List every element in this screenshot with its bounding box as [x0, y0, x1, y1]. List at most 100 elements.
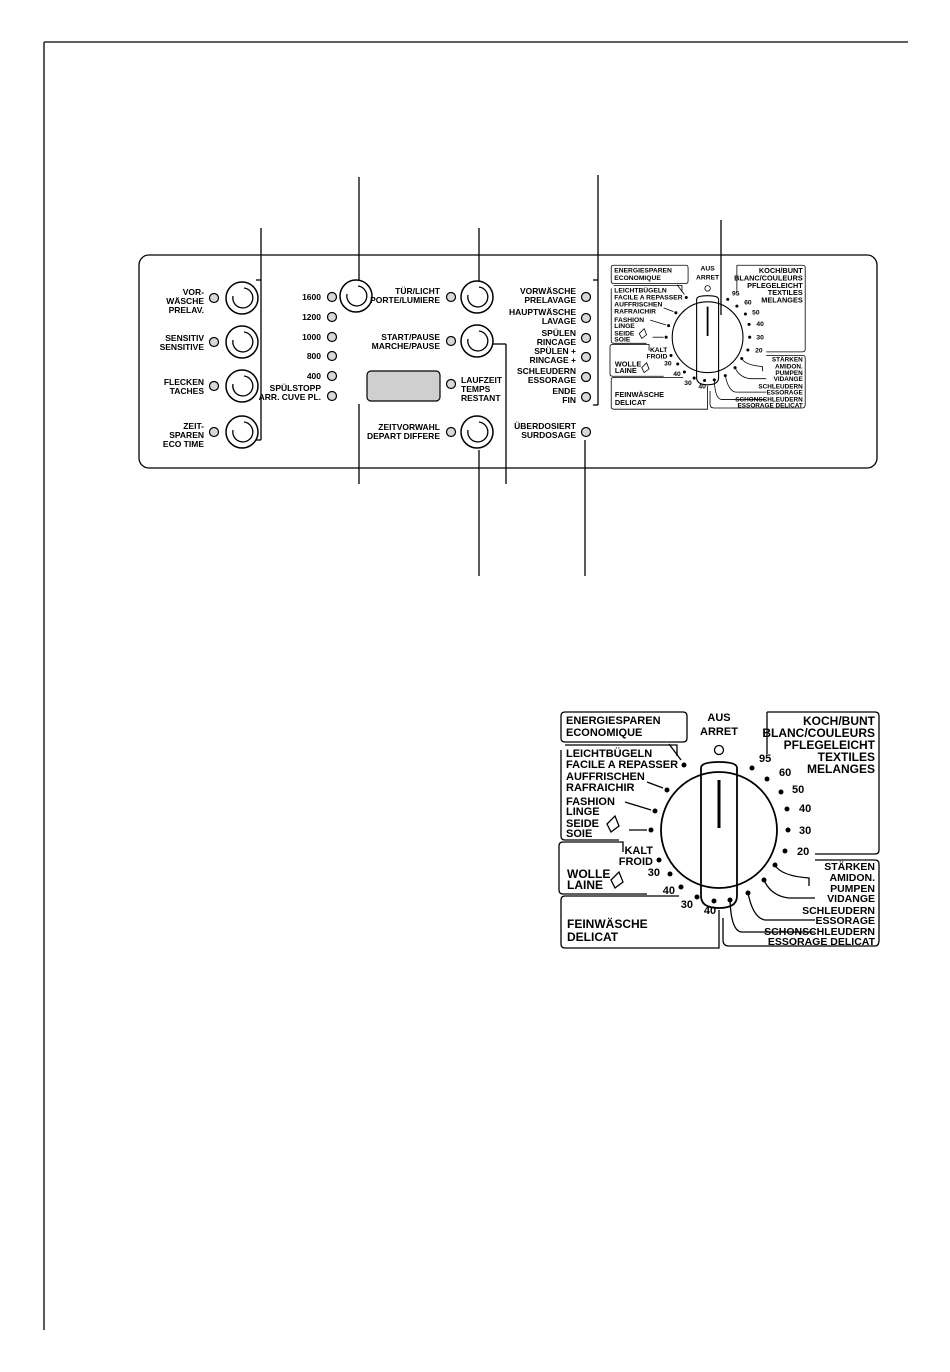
dial-knob [660, 771, 778, 889]
start-pause-led [445, 335, 457, 347]
temperature-label: 50 [752, 310, 760, 317]
program-label: FACILE A REPASSER [614, 294, 682, 301]
phase-led-mainwash [580, 312, 592, 324]
time-display [366, 370, 441, 402]
group-box [610, 377, 708, 410]
program-dial-small[interactable]: AUSARRETENERGIESPARENECONOMIQUELEICHTBÜG… [609, 264, 806, 410]
temperature-dot [735, 304, 739, 308]
program-label: FACILE A REPASSER [566, 759, 678, 771]
label-line: FLECKEN [164, 377, 204, 387]
cotton-label: MELANGES [807, 762, 875, 776]
label-line: 1600 [302, 292, 321, 302]
program-dot [681, 762, 687, 768]
button-arc-icon [232, 375, 254, 397]
group-box [610, 284, 683, 344]
off-indicator [713, 744, 725, 756]
button-arc-icon [232, 331, 254, 353]
speed-button[interactable] [339, 279, 373, 313]
dial-knob [671, 301, 744, 374]
program-dot [682, 370, 686, 374]
speed-led-400 [326, 370, 338, 382]
leader-line [741, 358, 763, 372]
temperature-label: 60 [744, 299, 752, 306]
off-label: ARRET [696, 274, 720, 281]
rinse-hold-led [326, 390, 338, 402]
program-dot [664, 335, 668, 339]
speed-label-1600: 1600 [302, 292, 321, 302]
group-box [709, 355, 806, 409]
temperature-dot [764, 776, 770, 782]
program-dot [711, 898, 717, 904]
label-line: SPÜLEN + [534, 346, 576, 356]
program-label: AUFFRISCHEN [566, 771, 645, 783]
dial-grip [696, 295, 720, 386]
cold-label: FROID [619, 856, 653, 868]
stain-button[interactable] [225, 369, 259, 403]
prewash-button[interactable] [225, 281, 259, 315]
hand-wash-icon [641, 362, 650, 374]
program-label: ESSORAGE [767, 390, 804, 397]
label-line: 800 [307, 351, 321, 361]
label-line: ÜBERDOSIERT [514, 421, 577, 431]
temp-label: 40 [663, 885, 675, 897]
leader-line [624, 801, 652, 811]
eco-time-button[interactable] [225, 415, 259, 449]
leader-line [774, 864, 810, 886]
wool-label: LAINE [567, 878, 603, 892]
label-line: SPAREN [169, 430, 204, 440]
label-line: START/PAUSE [381, 332, 440, 342]
program-label: SOIE [566, 828, 592, 840]
label-line: FIN [562, 395, 576, 405]
program-label: SCHONSCHLEUDERN [764, 926, 875, 938]
button-arc-icon [232, 421, 254, 443]
energy-saving-label: ENERGIESPAREN [566, 715, 661, 727]
temperature-label: 95 [732, 291, 740, 298]
sensitive-button[interactable] [225, 325, 259, 359]
phase-led-prewash [580, 291, 592, 303]
label-line: ARR. CUVE PL. [259, 392, 321, 402]
program-dial-large[interactable]: AUSARRETENERGIESPARENECONOMIQUELEICHTBÜG… [558, 711, 880, 949]
leader-line [724, 375, 767, 393]
program-dot [703, 378, 707, 383]
leader-line [747, 892, 815, 921]
program-label: LEICHTBÜGELN [566, 747, 652, 760]
speed-led-1200 [326, 311, 338, 323]
program-dot [669, 353, 673, 358]
start-pause-button[interactable] [460, 324, 494, 358]
label-line: WÄSCHE [166, 296, 204, 306]
label-line: SPÜLSTOPP [270, 383, 322, 393]
program-label: AMIDON. [830, 872, 876, 884]
leader-line [734, 367, 767, 380]
label-line: VORWÄSCHE [520, 286, 576, 296]
program-label: VIDANGE [827, 893, 875, 905]
remaining-time-led [445, 378, 457, 390]
program-dot [664, 787, 670, 793]
group-box [736, 264, 806, 353]
program-dot [676, 362, 680, 366]
door-light-button[interactable] [460, 280, 494, 314]
group-box [722, 859, 880, 947]
temperature-label: 30 [799, 825, 811, 837]
label-line: 400 [307, 371, 321, 381]
label-line: DEPART DIFFERE [367, 431, 440, 441]
button-arc-icon [232, 287, 254, 309]
phase-led-rinse-plus [580, 351, 592, 363]
program-label: ESSORAGE DELICAT [768, 936, 876, 948]
program-dot [656, 857, 662, 863]
group-box [560, 895, 720, 949]
program-label: SCHLEUDERN [802, 905, 875, 917]
delay-start-button[interactable] [460, 415, 494, 449]
program-label: VIDANGE [774, 376, 804, 383]
label-line: VOR- [183, 287, 204, 297]
leader-line [676, 284, 685, 295]
program-label: LINGE [614, 323, 635, 330]
program-dot [692, 376, 696, 380]
temperature-dot [785, 827, 791, 833]
label-line: LAUFZEIT [461, 375, 503, 385]
